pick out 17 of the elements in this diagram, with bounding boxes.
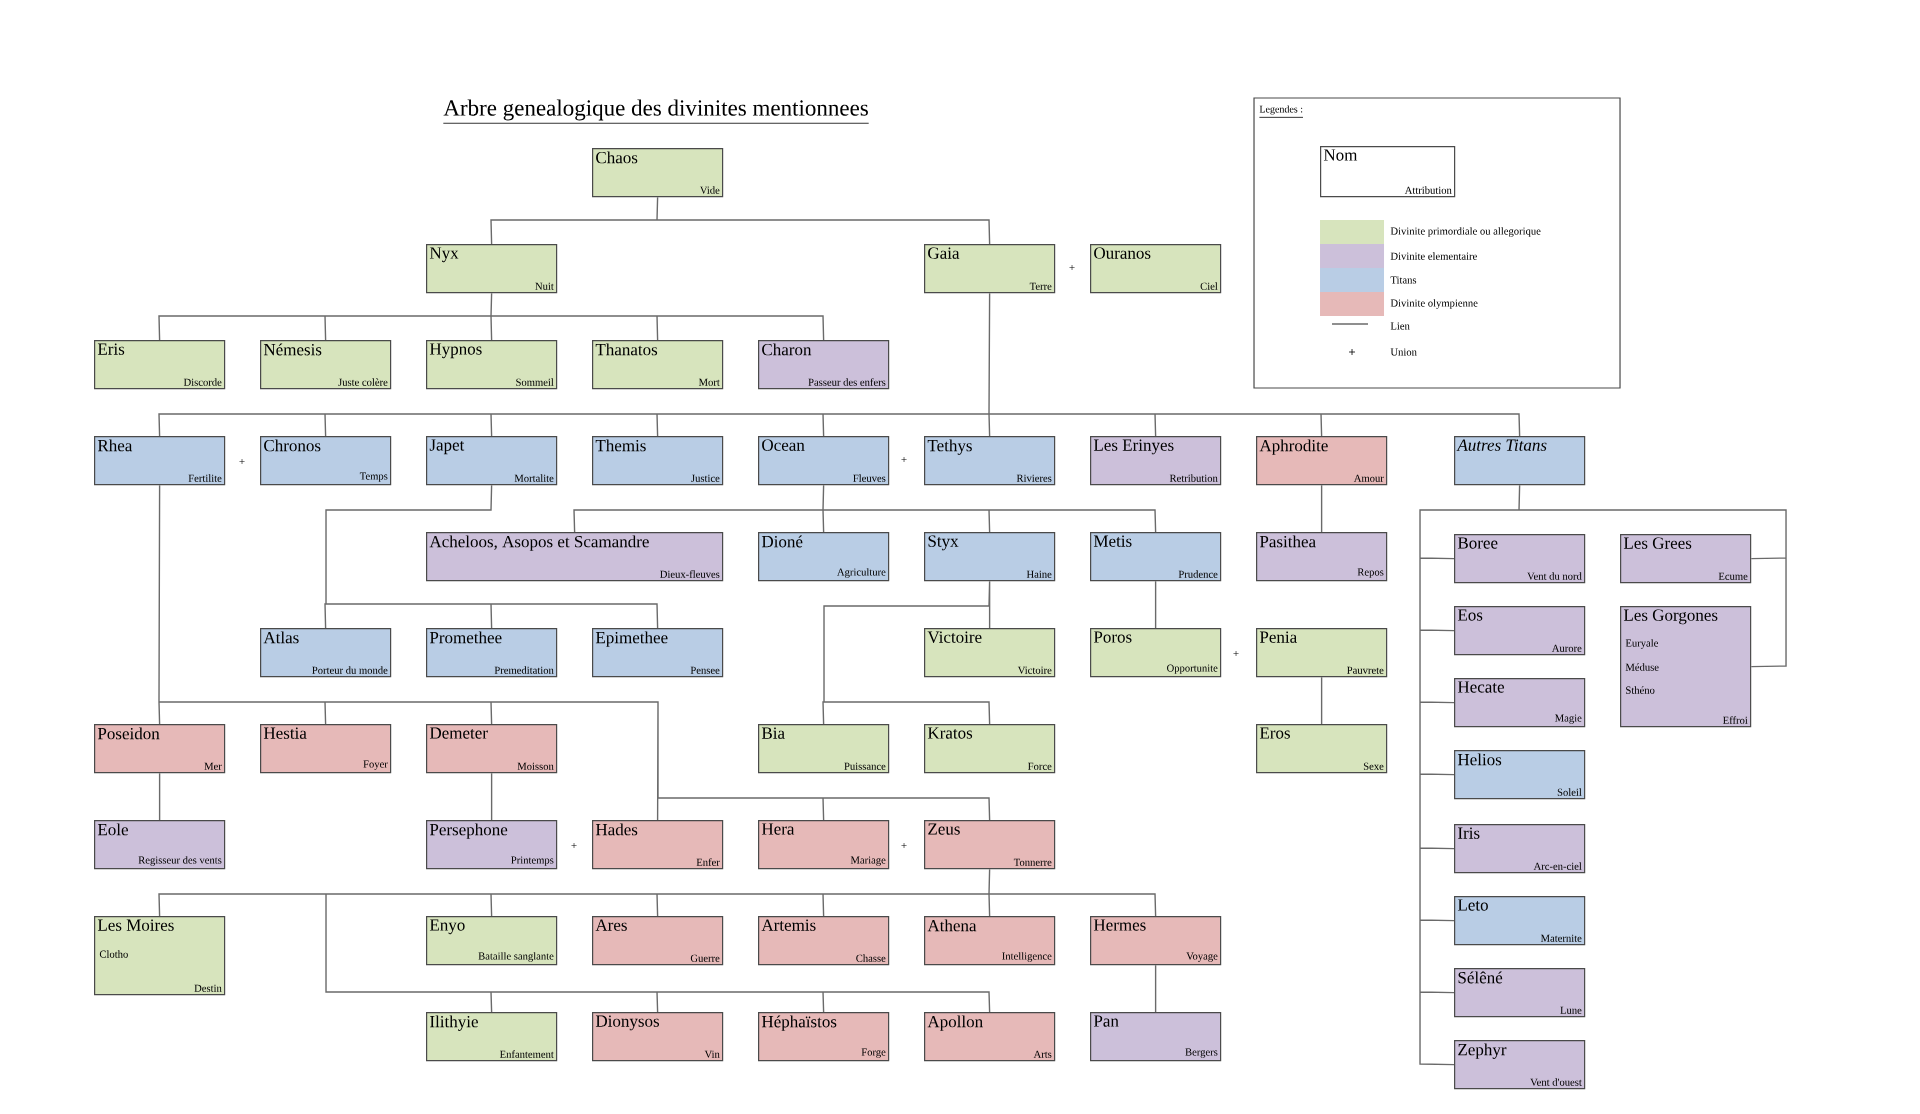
- connector-line: [158, 868, 1157, 1013]
- connector-line: [1320, 484, 1323, 533]
- connector-line: [573, 484, 1157, 533]
- connector-line: [324, 484, 659, 629]
- connector-line: [158, 292, 1521, 437]
- deity-box: Autres Titans: [1454, 436, 1586, 486]
- connector-line: [1154, 580, 1157, 629]
- connector-line: [158, 772, 161, 821]
- connector-line: [822, 580, 991, 725]
- title: Arbre genealogique des divinites mentionnees: [442, 99, 870, 124]
- connector-line: [158, 292, 825, 341]
- connector-line: [490, 772, 493, 821]
- connector-line: [490, 196, 991, 245]
- connector-line: [1320, 676, 1323, 725]
- connector-line: [1154, 964, 1157, 1013]
- connector-line: [158, 484, 991, 821]
- connector-line: [1419, 484, 1787, 1066]
